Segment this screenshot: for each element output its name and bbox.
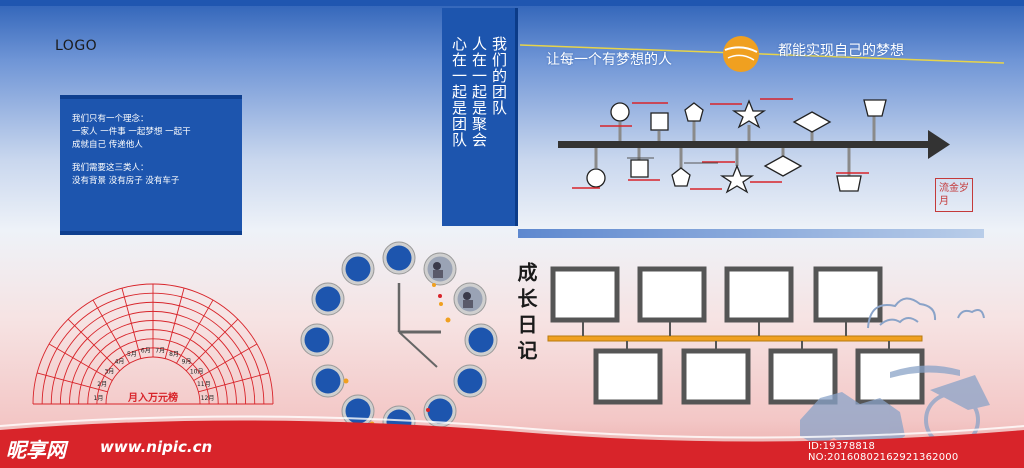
photo-frame <box>637 266 707 323</box>
fan-spoke <box>48 343 113 381</box>
diamond-marker-icon <box>763 155 803 177</box>
fan-spoke <box>185 318 239 372</box>
philosophy-line: 我们只有一个理念： <box>72 114 149 124</box>
fan-spoke <box>92 299 130 364</box>
watermark-url: www.nipic.cn <box>100 438 213 456</box>
slogan-left: 让每一个有梦想的人 <box>546 52 672 68</box>
timeline-red-dashes <box>572 98 869 190</box>
photo-placeholder <box>304 327 330 353</box>
growth-diary-frames <box>547 266 925 405</box>
circle-marker-icon <box>610 102 630 122</box>
fan-spoke <box>198 372 270 393</box>
trapezoid-marker-icon <box>863 99 887 117</box>
sun-icon <box>723 36 759 72</box>
fan-chart-title: 月入万元榜 <box>127 391 178 404</box>
sun-cloud-icon <box>724 46 758 53</box>
fan-month-label: 5月 <box>127 351 137 358</box>
team-slogan-col-3: 心在一起是团队 <box>450 36 468 148</box>
square-marker-icon <box>630 159 649 178</box>
photo-placeholder <box>315 368 341 394</box>
fan-month-label: 12月 <box>201 395 215 402</box>
team-slogan-col-2: 人在一起是聚会 <box>470 36 488 148</box>
fan-spoke <box>36 372 108 393</box>
fan-month-label: 11月 <box>197 381 211 388</box>
slogan-right: 都能实现自己的梦想 <box>778 43 904 59</box>
photo-placeholder <box>468 327 494 353</box>
photo-placeholder <box>427 398 453 424</box>
photo-placeholder <box>345 398 371 424</box>
person-icon <box>433 261 441 270</box>
photo-placeholder <box>345 256 371 282</box>
photo-frame <box>681 348 751 405</box>
fan-spoke <box>193 343 258 381</box>
photo-frame <box>768 348 838 405</box>
people-line: 我们需要这三类人： <box>72 163 149 173</box>
fan-spoke <box>164 287 185 359</box>
fan-spoke <box>121 287 142 359</box>
fan-spoke <box>176 299 214 364</box>
fan-month-label: 7月 <box>155 347 165 354</box>
fan-month-label: 3月 <box>104 369 114 376</box>
star-marker-icon <box>719 164 755 194</box>
growth-diary-title: 成长日记 <box>514 262 538 366</box>
trapezoid-marker-icon <box>836 175 862 192</box>
fan-month-label: 8月 <box>169 351 179 358</box>
team-slogan-col-1: 我们的团队 <box>490 36 508 116</box>
logo: LOGO <box>55 38 98 54</box>
philosophy-block: 我们只有一个理念： 一家人 一件事 一起梦想 一起干 成就自己 传递他人 <box>72 113 230 152</box>
philosophy-line: 成就自己 传递他人 <box>72 140 143 150</box>
timeline-arrow <box>558 130 950 159</box>
fan-spoke <box>67 318 121 372</box>
clock-photo-ring <box>300 241 498 439</box>
people-block: 我们需要这三类人： 没有背景 没有房子 没有车子 <box>72 162 230 188</box>
pentagon-marker-icon <box>684 102 704 122</box>
blue-stripe <box>518 229 984 238</box>
philosophy-line: 一家人 一件事 一起梦想 一起干 <box>72 127 191 137</box>
fan-month-label: 2月 <box>97 381 107 388</box>
watermark-id: ID:19378818 NO:20160802162921362000 <box>808 441 959 463</box>
photo-frame <box>593 348 663 405</box>
team-slogan-panel: 我们的团队 人在一起是聚会 心在一起是团队 <box>442 8 518 226</box>
person-icon <box>433 269 443 278</box>
seal-stamp: 流金岁月 <box>935 178 973 212</box>
circle-marker-icon <box>586 168 606 188</box>
fan-month-label: 4月 <box>115 358 125 365</box>
cloud-icon <box>867 297 985 329</box>
fan-month-label: 1月 <box>94 395 104 402</box>
person-icon <box>463 300 474 308</box>
timeline-stems <box>594 116 876 176</box>
square-marker-icon <box>650 112 669 131</box>
people-line: 没有背景 没有房子 没有车子 <box>72 176 180 186</box>
fan-month-label: 9月 <box>182 358 192 365</box>
photo-frame <box>813 266 883 323</box>
person-icon <box>463 292 472 300</box>
star-marker-icon <box>731 99 767 129</box>
photo-placeholder <box>386 245 412 271</box>
clock-hands <box>397 283 441 368</box>
fan-month-label: 6月 <box>141 347 151 354</box>
pentagon-marker-icon <box>671 167 691 187</box>
philosophy-card: 我们只有一个理念： 一家人 一件事 一起梦想 一起干 成就自己 传递他人 我们需… <box>60 95 242 235</box>
slogan-line <box>519 44 1005 64</box>
watermark-brand: 昵享网 <box>6 438 66 462</box>
photo-frame <box>724 266 794 323</box>
photo-frame <box>550 266 620 323</box>
diary-rail <box>547 335 923 342</box>
bottom-swoosh <box>0 420 1024 468</box>
photo-placeholder <box>457 368 483 394</box>
top-bar <box>0 0 1024 6</box>
timeline-markers <box>586 99 887 194</box>
diamond-marker-icon <box>792 111 832 133</box>
photo-frame <box>855 348 925 405</box>
photo-placeholder <box>315 286 341 312</box>
fan-month-label: 10月 <box>190 369 204 376</box>
